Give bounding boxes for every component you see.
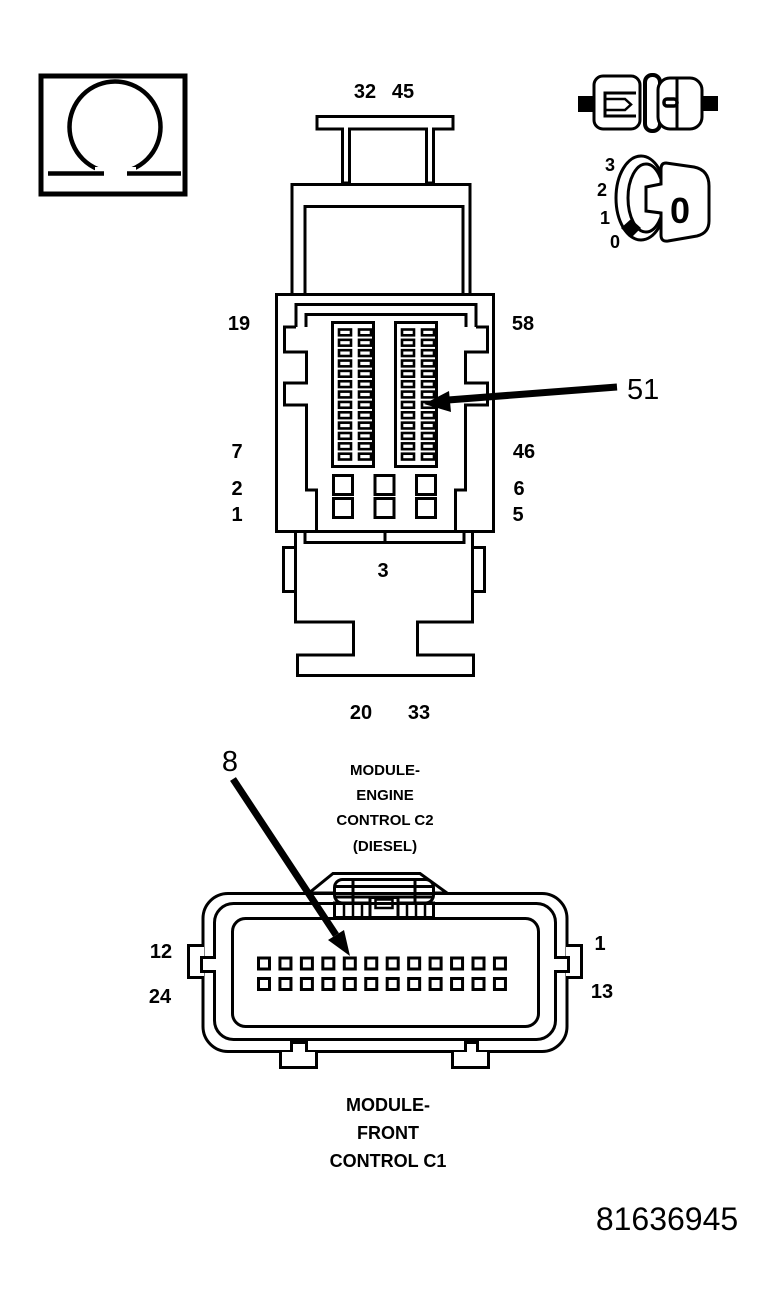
c1-left-side-tab-step (200, 956, 216, 973)
ohm-circle (67, 79, 163, 175)
callout-8: 8 (222, 746, 350, 956)
c2-pin-label-46: 46 (513, 441, 535, 463)
c1-pin-label-12: 12 (150, 941, 172, 963)
c1-body-middle (213, 902, 557, 1041)
callout-51-arrowhead (424, 391, 451, 412)
c1-caption-line1: MODULE- (346, 1095, 430, 1115)
c1-pin-label-1: 1 (594, 933, 605, 955)
c2-pin-label-32: 32 (354, 81, 376, 103)
c2-pin-label-1: 1 (231, 504, 242, 526)
c2-power-pin-grid (332, 474, 437, 519)
c2-pin-label-5: 5 (512, 504, 523, 526)
ignition-position-2: 2 (597, 180, 607, 200)
c2-pin-label-19: 19 (228, 313, 250, 335)
c2-caption-line2: ENGINE (356, 787, 414, 804)
c2-pin-label-2: 2 (231, 478, 242, 500)
c1-pin-grid (257, 956, 507, 991)
terminal-prong (605, 97, 633, 112)
c1-pin-label-13: 13 (591, 981, 613, 1003)
c1-caption-line3: CONTROL C1 (330, 1151, 447, 1171)
key-position-label: 0 (670, 190, 690, 231)
c2-upper-body-inner (303, 205, 465, 293)
c2-pin-grid (337, 328, 436, 461)
c1-right-side-tab-step (554, 956, 570, 973)
c2-lower-body (294, 533, 475, 677)
c2-pin-label-3: 3 (377, 560, 388, 582)
c2-pin-label-7: 7 (231, 441, 242, 463)
figure-part-number: 81636945 (596, 1201, 738, 1237)
position-marker (621, 219, 641, 238)
ohm-box (38, 73, 188, 197)
c2-pin-label-33: 33 (408, 702, 430, 724)
c2-shroud-top (304, 313, 468, 327)
c2-shroud-left (283, 325, 318, 533)
c2-left-latch-tab (282, 546, 295, 593)
disconnected-connector-icon (578, 73, 718, 133)
c1-body-inner (231, 917, 540, 1028)
c1-pin-label-24: 24 (149, 986, 172, 1008)
callout-51: 51 (424, 374, 659, 412)
c2-pin-label-20: 20 (350, 702, 372, 724)
key-head (644, 161, 711, 243)
c1-caption: MODULE- FRONT CONTROL C1 (330, 1095, 447, 1171)
c1-right-foot-notch (464, 1041, 479, 1052)
c1-right-foot (451, 1052, 490, 1069)
ignition-position-0: 0 (610, 232, 620, 252)
c2-caption: MODULE- ENGINE CONTROL C2 (DIESEL) (336, 762, 433, 855)
c2-right-latch-tab (473, 546, 486, 593)
c2-caption-line4: (DIESEL) (353, 838, 417, 855)
c2-pin-label-45: 45 (392, 81, 414, 103)
ignition-switch-icon: 3 2 1 0 0 (597, 154, 711, 252)
ignition-position-3: 3 (605, 155, 615, 175)
c2-pin-label-58: 58 (512, 313, 534, 335)
c2-upper-body-outer (290, 183, 472, 293)
c2-inner-rim (294, 303, 478, 327)
c2-caption-line3: CONTROL C2 (336, 812, 433, 829)
c2-top-tab (315, 115, 455, 185)
callout-8-arrowhead (328, 930, 350, 956)
c2-right-pin-block (394, 321, 438, 468)
connector-c1-diagram: 12 24 1 13 (149, 872, 613, 1069)
c2-main-body (275, 293, 495, 533)
callout-51-label: 51 (627, 374, 659, 406)
left-connector-half (592, 74, 642, 131)
c2-shroud-right (454, 325, 489, 533)
left-wire-stub (578, 96, 595, 112)
connector-c2-diagram: 32 45 19 58 7 46 2 6 1 5 3 20 33 (228, 81, 535, 724)
c1-left-foot-notch (290, 1041, 308, 1052)
c2-pin-label-6: 6 (513, 478, 524, 500)
ohmmeter-symbol-icon (38, 73, 188, 197)
ohm-gap (95, 167, 136, 184)
c2-caption-line1: MODULE- (350, 762, 420, 779)
c1-caption-line2: FRONT (357, 1123, 419, 1143)
right-wire-stub (701, 96, 718, 111)
terminal-fork (603, 91, 636, 118)
callout-51-arrow-shaft (447, 383, 618, 404)
c1-left-foot (279, 1052, 318, 1069)
callout-8-arrow-shaft (230, 777, 339, 937)
terminal-slot (662, 97, 679, 108)
callout-8-label: 8 (222, 746, 238, 778)
ignition-position-1: 1 (600, 208, 610, 228)
c2-left-pin-block (331, 321, 375, 468)
